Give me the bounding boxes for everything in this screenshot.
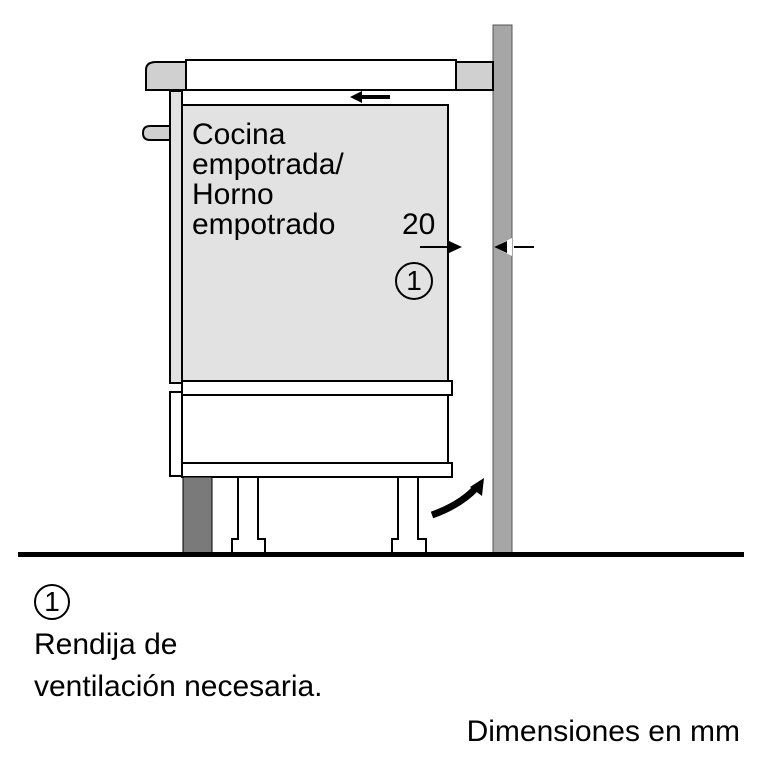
plinth	[182, 476, 213, 554]
appliance-label-line: Cocina	[192, 118, 286, 151]
oven-handle	[141, 125, 171, 141]
cooktop	[185, 59, 457, 91]
appliance-label-line: empotrada/	[192, 148, 344, 181]
airflow-arrow-top	[350, 91, 390, 103]
dimension-arrows	[420, 238, 534, 256]
legend-line: Rendija de	[34, 628, 178, 661]
oven-base-band	[181, 380, 453, 396]
drawer-front-edge	[169, 391, 183, 477]
legend-line: ventilación necesaria.	[34, 670, 323, 703]
floor-line	[18, 552, 744, 557]
oven-door-edge	[169, 90, 183, 384]
callout-marker: 1	[395, 262, 433, 300]
appliance-label-line: empotrado	[192, 208, 336, 241]
worktop-back	[455, 61, 494, 91]
wall	[492, 24, 513, 554]
appliance-label-line: Horno	[192, 178, 274, 211]
airflow-arrow-bottom	[430, 478, 484, 519]
appliance-label: Cocina empotrada/ Horno empotrado	[192, 120, 344, 240]
units-note: Dimensiones en mm	[466, 715, 740, 748]
leg-back	[391, 476, 427, 554]
leg-front	[231, 476, 266, 554]
legend-marker: 1	[34, 584, 70, 620]
worktop-front	[145, 61, 187, 91]
legend-text: Rendija de ventilación necesaria.	[34, 624, 323, 708]
drawer-body	[181, 394, 449, 464]
dimension-label: 20	[402, 208, 436, 241]
cabinet-base-band	[181, 462, 453, 478]
